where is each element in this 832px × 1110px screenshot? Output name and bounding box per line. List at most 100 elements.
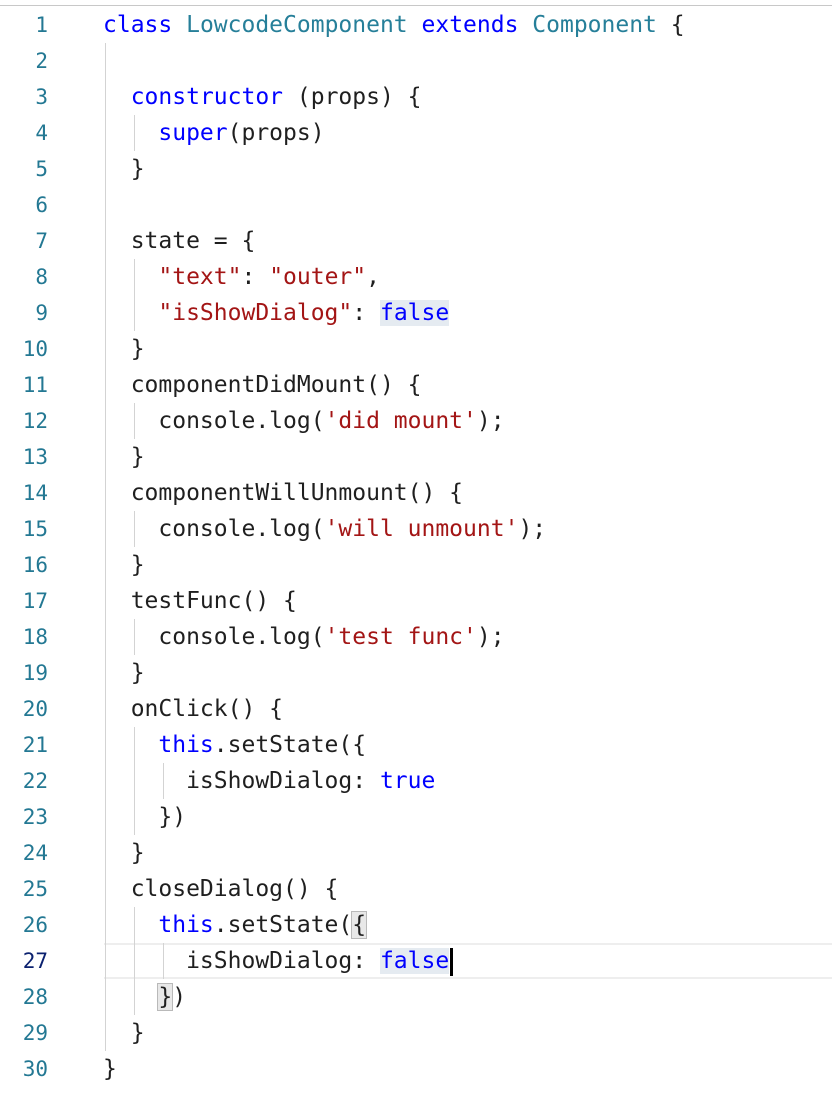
code-token: isShowDialog: <box>103 768 380 794</box>
code-line[interactable]: } <box>0 439 832 475</box>
indent-guide <box>105 763 106 799</box>
code-line[interactable]: componentDidMount() { <box>0 367 832 403</box>
line-number: 18 <box>22 625 48 649</box>
indent-guide <box>133 295 135 331</box>
code-line[interactable]: isShowDialog: false <box>0 943 832 979</box>
indent-guide <box>105 475 106 511</box>
code-token <box>103 984 158 1010</box>
code-line[interactable]: this.setState({ <box>0 907 832 943</box>
code-line[interactable]: class LowcodeComponent extends Component… <box>0 7 832 43</box>
line-number: 22 <box>22 769 48 793</box>
code-token: { <box>351 911 368 939</box>
indent-guide <box>133 259 135 295</box>
indent-guide <box>105 223 106 259</box>
code-line[interactable]: super(props) <box>0 115 832 151</box>
code-line-text: console.log('test func'); <box>103 619 504 655</box>
code-line-text: onClick() { <box>103 691 283 727</box>
code-line-text: } <box>103 835 145 871</box>
code-line[interactable]: } <box>0 331 832 367</box>
code-line[interactable]: } <box>0 655 832 691</box>
code-line[interactable]: } <box>0 1051 832 1087</box>
code-line-text: isShowDialog: true <box>103 763 435 799</box>
editor-top-border <box>0 0 832 6</box>
code-token <box>103 732 158 758</box>
code-token: ) <box>172 984 187 1010</box>
code-token: 'will unmount' <box>324 516 519 542</box>
line-number: 5 <box>35 157 48 181</box>
indent-guide <box>105 367 106 403</box>
code-token <box>103 264 158 290</box>
code-token <box>103 84 131 110</box>
code-token: 'test func' <box>324 624 477 650</box>
code-line[interactable]: isShowDialog: true <box>0 763 832 799</box>
code-line[interactable]: closeDialog() { <box>0 871 832 907</box>
line-number: 23 <box>22 805 48 829</box>
code-line[interactable]: state = { <box>0 223 832 259</box>
code-line-text: componentDidMount() { <box>103 367 422 403</box>
indent-guide <box>105 655 106 691</box>
code-line[interactable]: componentWillUnmount() { <box>0 475 832 511</box>
code-line[interactable]: onClick() { <box>0 691 832 727</box>
code-line-text: }) <box>103 799 186 835</box>
indent-guide <box>133 799 135 835</box>
indent-guide <box>105 259 106 295</box>
indent-guide <box>105 511 106 547</box>
indent-guide <box>133 763 135 799</box>
indent-guide <box>105 583 106 619</box>
code-area[interactable]: class LowcodeComponent extends Component… <box>0 7 832 1087</box>
line-number: 30 <box>22 1057 48 1081</box>
indent-guide <box>133 943 135 979</box>
code-token: , <box>366 264 380 290</box>
code-token: } <box>103 1020 145 1046</box>
line-number: 12 <box>22 409 48 433</box>
code-line[interactable]: } <box>0 835 832 871</box>
code-line[interactable]: testFunc() { <box>0 583 832 619</box>
code-token: false <box>379 300 450 326</box>
indent-guide <box>105 187 106 223</box>
code-line[interactable]: "isShowDialog": false <box>0 295 832 331</box>
code-token: class <box>103 12 187 38</box>
line-number: 21 <box>22 733 48 757</box>
indent-guide <box>133 115 135 151</box>
indent-guide <box>105 439 106 475</box>
code-line[interactable]: "text": "outer", <box>0 259 832 295</box>
code-line[interactable]: } <box>0 1015 832 1051</box>
code-token: onClick() { <box>103 696 284 722</box>
code-token: true <box>379 768 436 794</box>
code-token <box>103 120 158 146</box>
indent-guide <box>105 727 106 763</box>
code-token: state = { <box>103 228 256 254</box>
code-token: (props) { <box>296 84 422 110</box>
code-token: { <box>656 12 685 38</box>
code-line[interactable]: this.setState({ <box>0 727 832 763</box>
code-token: extends <box>421 12 533 38</box>
code-token: console.log( <box>103 624 325 650</box>
code-token: .setState( <box>213 912 353 938</box>
code-line[interactable]: console.log('will unmount'); <box>0 511 832 547</box>
code-token: : <box>241 264 270 290</box>
indent-guide <box>105 691 106 727</box>
code-line[interactable]: constructor (props) { <box>0 79 832 115</box>
code-line[interactable] <box>0 187 832 223</box>
code-line-text: testFunc() { <box>103 583 297 619</box>
code-token: testFunc() { <box>103 588 297 614</box>
code-line[interactable]: }) <box>0 799 832 835</box>
line-number: 24 <box>22 841 48 865</box>
code-line[interactable]: }) <box>0 979 832 1015</box>
code-line[interactable] <box>0 43 832 79</box>
indent-guide <box>105 403 106 439</box>
line-number: 10 <box>22 337 48 361</box>
code-line[interactable]: } <box>0 151 832 187</box>
line-number: 27 <box>22 949 48 973</box>
indent-guide <box>105 943 106 979</box>
code-line-text: this.setState({ <box>103 907 368 943</box>
code-line[interactable]: console.log('test func'); <box>0 619 832 655</box>
line-number: 11 <box>22 373 48 397</box>
code-token: false <box>379 948 450 974</box>
code-line[interactable]: } <box>0 547 832 583</box>
code-token: constructor <box>130 84 297 110</box>
code-line[interactable]: console.log('did mount'); <box>0 403 832 439</box>
line-number: 15 <box>22 517 48 541</box>
